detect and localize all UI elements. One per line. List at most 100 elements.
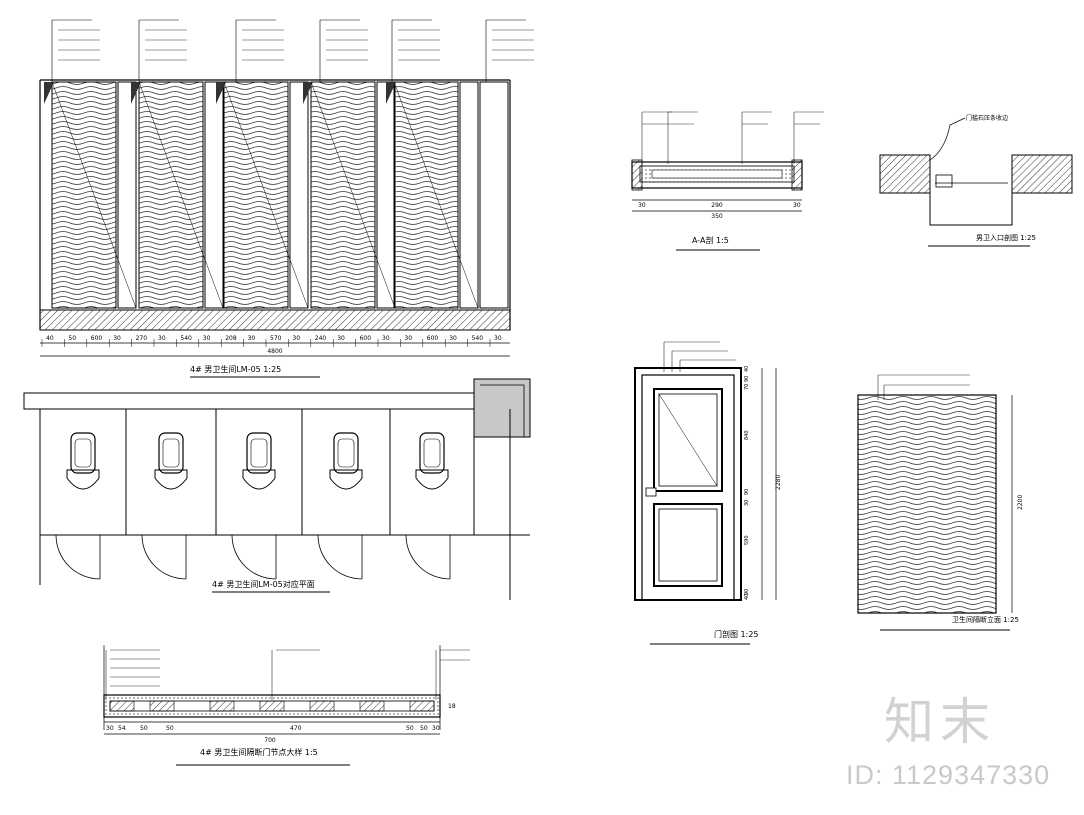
door-swing-arc xyxy=(141,534,187,580)
elevation-dim: 208 xyxy=(225,335,237,342)
elevation-dim: 30 xyxy=(203,335,211,342)
elevation-dim: 600 xyxy=(427,335,439,342)
elevation-dim: 50 xyxy=(68,335,76,342)
plan-title: 4# 男卫生间LM-05对应平面 xyxy=(212,579,315,589)
urinal-base xyxy=(329,469,363,490)
elevation-dim: 30 xyxy=(449,335,457,342)
watermark-logo: 知末 xyxy=(884,693,996,751)
door-swing-arc xyxy=(405,534,451,580)
wood-panel xyxy=(310,81,376,309)
partition-gap xyxy=(204,81,224,309)
end-panel xyxy=(479,81,509,309)
wood-panel xyxy=(51,81,117,309)
elevation-dim: 30 xyxy=(248,335,256,342)
core-block xyxy=(109,700,135,712)
urinal-bowl xyxy=(70,432,96,474)
wood-panel xyxy=(223,81,289,309)
door-swing-arc xyxy=(231,534,277,580)
door-dim: 90 xyxy=(744,589,750,595)
core-block xyxy=(209,700,235,712)
urinal-base xyxy=(66,469,100,490)
elevation-dim: 30 xyxy=(113,335,121,342)
elevation-dim: 270 xyxy=(136,335,148,342)
section-aa-title: A-A剖 1:5 xyxy=(692,235,729,245)
urinal-inner xyxy=(250,438,268,468)
urinal-base xyxy=(415,469,449,490)
door-dim: 90 xyxy=(744,489,750,495)
partition-detail-dim: 30 xyxy=(432,725,440,732)
elevation-dim: 570 xyxy=(270,335,282,342)
door-swing-line xyxy=(223,81,309,309)
elevation-dim: 30 xyxy=(404,335,412,342)
door-swing-line xyxy=(393,81,479,309)
elevation-dim: 30 xyxy=(382,335,390,342)
partition-elevation-title: 卫生间隔断立面 1:25 xyxy=(952,615,1019,624)
partition-gap xyxy=(376,81,396,309)
core-block xyxy=(149,700,175,712)
urinal-plan: 4# 男卫生间LM-05对应平面 xyxy=(23,378,531,600)
elevation-dim: 600 xyxy=(360,335,372,342)
door-dim: 40 xyxy=(744,366,750,372)
partition-gap xyxy=(289,81,309,309)
door-swing-line xyxy=(138,81,224,309)
partition-detail-dim: 30 xyxy=(106,725,114,732)
urinal-bowl xyxy=(246,432,272,474)
urinal-inner xyxy=(337,438,355,468)
entry-section-detail: 门槛石压条收边 男卫入口剖图 1:25 xyxy=(879,114,1073,247)
corner-detail xyxy=(303,82,313,104)
aa-total: 350 xyxy=(711,213,723,220)
urinal-inner xyxy=(162,438,180,468)
aa-dim-left: 30 xyxy=(638,202,646,209)
elevation-dim: 540 xyxy=(472,335,484,342)
urinal-bowl xyxy=(419,432,445,474)
corner-detail xyxy=(216,82,226,104)
core-block xyxy=(259,700,285,712)
partition-door-detail: 30 54 50 50 470 50 50 30 700 18 4# 男卫生间隔断门节点大样 … xyxy=(103,645,470,766)
urinal-base xyxy=(242,469,276,490)
elevation-dim: 540 xyxy=(180,335,192,342)
core-block xyxy=(309,700,335,712)
door-swing-line xyxy=(310,81,396,309)
door-swing-line xyxy=(51,81,137,309)
corner-detail xyxy=(131,82,141,104)
partition-height: 2200 xyxy=(1017,495,1024,510)
elevation-dim: 40 xyxy=(46,335,54,342)
door-title: 门剖图 1:25 xyxy=(714,629,759,639)
partition-gap xyxy=(459,81,479,309)
door-swing-arc xyxy=(317,534,363,580)
door-dim: 590 xyxy=(744,535,750,545)
corner-detail xyxy=(386,82,396,104)
partition-detail-dim: 54 xyxy=(118,725,126,732)
partition-gap xyxy=(117,81,137,309)
entry-title: 男卫入口剖图 1:25 xyxy=(976,233,1036,242)
partition-detail-dim: 50 xyxy=(140,725,148,732)
partition-detail-dim: 470 xyxy=(290,725,302,732)
urinal-base xyxy=(154,469,188,490)
door-dim: 70 xyxy=(744,384,750,390)
door-height: 2280 xyxy=(775,475,782,490)
partition-detail-total: 700 xyxy=(264,737,276,744)
partition-detail-dim: 50 xyxy=(420,725,428,732)
partition-detail-title: 4# 男卫生间隔断门节点大样 1:5 xyxy=(200,747,318,757)
corner-detail xyxy=(44,82,54,104)
door-dim: 840 xyxy=(744,430,750,440)
door-dim: 30 xyxy=(744,500,750,506)
partition-detail-dim: 50 xyxy=(406,725,414,732)
svg-text:18: 18 xyxy=(448,703,456,710)
elevation-dim: 30 xyxy=(292,335,300,342)
door-swing-arc xyxy=(55,534,101,580)
door-dim: 40 xyxy=(744,594,750,600)
elevation-total-dim: 4800 xyxy=(267,348,282,355)
aa-dim-mid: 290 xyxy=(711,202,723,209)
wood-panel xyxy=(138,81,204,309)
aa-dim-right: 30 xyxy=(793,202,801,209)
elevation-dim: 30 xyxy=(494,335,502,342)
partition-panel-elevation: 2200 卫生间隔断立面 1:25 xyxy=(857,374,1024,631)
urinal-inner xyxy=(423,438,441,468)
partition-detail-dim: 50 xyxy=(166,725,174,732)
core-block xyxy=(409,700,435,712)
urinal-bowl xyxy=(333,432,359,474)
